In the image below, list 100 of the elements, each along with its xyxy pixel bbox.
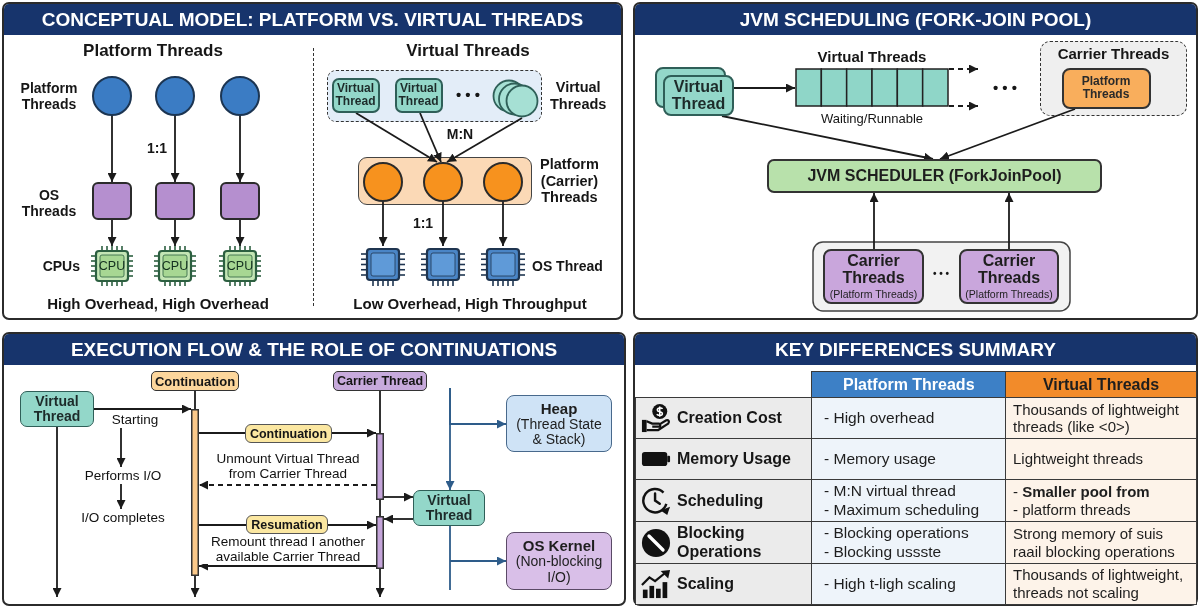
row-label: Scheduling	[677, 491, 764, 510]
panel-title-bar: CONCEPTUAL MODEL: PLATFORM VS. VIRTUAL THREADS	[4, 4, 621, 35]
box-title: OS Kernel	[522, 537, 596, 555]
carrier-box	[959, 249, 1059, 304]
thread-box: Virtual Thread	[20, 391, 94, 427]
thread-box: Platform Threads	[1061, 67, 1151, 109]
thread-circle	[362, 161, 403, 202]
scheduler-bar: JVM SCHEDULER (ForkJoinPool)	[767, 159, 1102, 193]
carrier-box	[823, 249, 924, 304]
lifeline-arrow	[52, 426, 62, 598]
arrow	[116, 483, 126, 510]
summary-text: High Overhead, High Overhead	[47, 295, 269, 312]
arrow	[116, 427, 126, 468]
ratio-label: 1:1	[412, 215, 434, 231]
ratio-label: M:N	[446, 126, 474, 142]
heap-box	[506, 395, 612, 452]
thread-square	[220, 182, 260, 220]
panel-title-bar: JVM SCHEDULING (FORK-JOIN POOL)	[635, 4, 1196, 35]
box-subtitle: (Non-blocking I/O)	[514, 554, 604, 585]
arrow	[198, 561, 377, 571]
cpu-chip: CPU	[91, 246, 133, 286]
arrow	[170, 219, 180, 247]
thread-box: Virtual Thread	[394, 77, 443, 113]
column-header: Virtual Threads	[1005, 371, 1197, 399]
panel	[633, 2, 1198, 320]
row-label: CPUs	[42, 258, 80, 274]
group-label: Virtual Threads	[550, 79, 607, 113]
arrow	[235, 115, 245, 183]
cpu-chip: CPU	[154, 246, 196, 286]
panel	[2, 2, 623, 320]
summary-text: Low Overhead, High Throughput	[353, 295, 587, 312]
arrow	[948, 101, 979, 111]
arrow	[355, 112, 438, 163]
activation-bar	[376, 516, 384, 569]
row-label: OS Threads	[21, 187, 77, 220]
dashed-group	[1040, 41, 1187, 116]
thread-circle	[155, 76, 195, 116]
step-text: Performs I/O	[78, 467, 168, 484]
group-label: Platform (Carrier) Threads	[540, 156, 599, 206]
arrow	[107, 115, 117, 183]
branch-arrow	[445, 387, 455, 491]
ellipsis-text: • • •	[932, 268, 950, 279]
lifeline	[194, 390, 196, 410]
column-header: Platform Threads	[811, 371, 1007, 399]
cell-line: - Blocking ussste	[824, 542, 942, 562]
row-label: Scaling	[677, 574, 734, 594]
circle-stack-drawing	[491, 78, 539, 118]
thread-circle	[482, 161, 523, 202]
cell-line: - platform threads	[1013, 500, 1131, 519]
group-panel	[812, 241, 1071, 312]
table-cell: Lightweight threads	[1005, 438, 1197, 481]
box-subtitle: (Platform Threads)	[965, 287, 1053, 300]
arrow	[498, 201, 508, 247]
box-title: Carrier Threads	[976, 253, 1042, 287]
node-caption: Waiting/Runnable	[820, 111, 924, 126]
panel	[2, 332, 626, 606]
arrow	[93, 404, 192, 414]
arrow	[733, 83, 796, 93]
kernel-box	[506, 532, 612, 590]
panel-title-bar: EXECUTION FLOW & THE ROLE OF CONTINUATIONS	[4, 334, 624, 365]
cell-line: - Smaller pool from	[1013, 483, 1150, 501]
branch-arrow	[449, 525, 507, 591]
thread-circle	[92, 76, 132, 116]
table-cell: - High t-ligh scaling	[811, 563, 1007, 605]
row-label: Memory Usage	[677, 450, 791, 469]
cell-line: - M:N virtual thread	[824, 482, 956, 501]
box-subtitle: (Thread State & Stack)	[515, 416, 603, 448]
thread-circle	[220, 76, 260, 116]
table-cell: Strong memory of suis raail blocking operations	[1005, 521, 1197, 565]
thread-card: Virtual Thread	[663, 75, 734, 116]
row-label: Platform Threads	[20, 80, 78, 113]
arrow	[419, 112, 442, 163]
thread-box: Virtual Thread	[413, 490, 485, 526]
activation-bar	[191, 409, 199, 576]
box-title: Carrier Threads	[841, 253, 906, 287]
arrow	[383, 514, 414, 524]
queue-heading: Virtual Threads	[817, 48, 927, 65]
arrow	[939, 108, 1076, 161]
step-text: I/O completes	[72, 509, 174, 526]
lifeline	[379, 390, 381, 434]
lifeline-arrow	[375, 568, 385, 598]
arrow	[170, 115, 180, 183]
arrow	[721, 115, 934, 162]
arrow	[235, 219, 245, 247]
ellipsis-text: • • •	[455, 86, 481, 103]
section-heading: Virtual Threads	[406, 41, 530, 61]
arrow	[383, 492, 414, 502]
cell-line: - Maximum scheduling	[824, 500, 980, 520]
activation-bar	[376, 433, 384, 500]
thread-square	[155, 182, 195, 220]
arrow	[438, 201, 448, 247]
section-heading: Platform Threads	[83, 41, 223, 61]
table-cell: Thousands of lightweight, threads not scaling	[1005, 563, 1197, 605]
arrow	[107, 219, 117, 247]
cpu-chip: CPU	[219, 246, 261, 286]
lifeline-arrow	[190, 575, 200, 598]
table-cell: - High overhead	[811, 397, 1007, 440]
row-label: Blocking Operations	[677, 524, 763, 562]
ellipsis-text: • • •	[992, 79, 1018, 96]
thread-circle	[422, 161, 463, 202]
